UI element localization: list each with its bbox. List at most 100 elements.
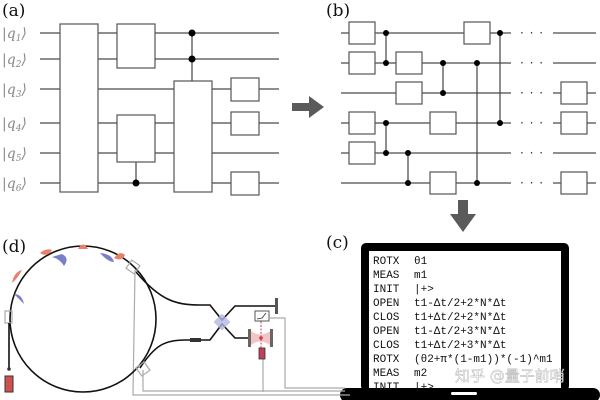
ellipsis-6: · · · <box>520 176 544 190</box>
gate-b-4c <box>429 111 457 135</box>
optical-switch-top <box>125 259 141 275</box>
pulse-blue-1 <box>14 294 24 304</box>
panel-b-label: (b) <box>326 1 350 21</box>
arrow-down-icon <box>450 200 476 232</box>
dot-b-14-top <box>497 30 503 36</box>
panel-b-compiled-circuit: (b) · · · · · · · · · · · · · · · · · · <box>326 1 596 195</box>
qubit-label-3: |q3⟩ <box>2 82 27 100</box>
laptop-screen <box>369 251 561 391</box>
watermark: 知乎 @量子前哨 <box>455 367 565 385</box>
qubit-label-6: |q6⟩ <box>2 176 27 194</box>
gate-q1q2 <box>116 23 156 69</box>
control-laser <box>258 347 266 360</box>
gate-b-6-end <box>560 171 588 195</box>
gate-b-4-end <box>560 111 588 135</box>
control-line-bottom-switch <box>142 370 345 392</box>
gate-b-4a <box>348 111 376 135</box>
panel-a-label: (a) <box>2 1 25 21</box>
qubit-label-5: |q5⟩ <box>2 146 27 164</box>
gate-b-3-end <box>560 81 588 105</box>
panel-d-label: (d) <box>2 237 26 257</box>
dot-b-12-top <box>383 30 389 36</box>
cavity-mirror-left <box>248 329 251 347</box>
mirror <box>275 298 278 314</box>
pulse-blue-3 <box>100 253 114 262</box>
gate-b-5a <box>348 141 376 165</box>
dot-b-12-bottom <box>383 60 389 66</box>
gate-b-2a <box>348 51 376 75</box>
program-line-10: INIT|+> <box>373 382 434 394</box>
circuit-a-gates <box>59 23 260 196</box>
dot-b-56-bottom <box>405 180 411 186</box>
qubit-label-4: |q4⟩ <box>2 116 27 134</box>
pulse-red-3 <box>78 244 88 249</box>
ellipsis-1: · · · <box>520 26 544 40</box>
control-dot-q6 <box>132 179 140 187</box>
ellipsis-4: · · · <box>520 116 544 130</box>
control-line-detector <box>270 317 345 389</box>
ellipsis-column: · · · · · · · · · · · · · · · · · · <box>520 26 544 190</box>
circuit-b-gates <box>348 21 588 195</box>
gate-q3-q6 <box>173 80 213 193</box>
dot-b-45-top <box>383 120 389 126</box>
dot-b-56-top <box>405 150 411 156</box>
gate-b-2b <box>395 51 423 75</box>
ellipsis-2: · · · <box>520 56 544 70</box>
detector-meter-icon <box>254 310 270 322</box>
pulse-red-2 <box>40 249 52 255</box>
cavity-mirror-right <box>270 329 273 347</box>
program-line-3: INIT|+> <box>373 284 434 296</box>
control-dot-q1 <box>188 29 196 37</box>
panel-c-label: (c) <box>326 233 349 253</box>
gate-q3-single <box>230 77 260 102</box>
circuit-b-wires <box>341 32 596 184</box>
dot-b-26-bottom <box>474 180 480 186</box>
gate-q6-single <box>230 171 260 196</box>
meter-needle <box>256 312 267 320</box>
optical-switch-bottom <box>135 361 151 377</box>
source-coupler <box>7 367 11 371</box>
program-line-8: ROTX(θ2+π*(1-m1))*(-1)^m1 <box>373 354 553 366</box>
beam-splitter <box>213 313 231 331</box>
gate-6qubit <box>59 23 99 193</box>
qubit-label-2: |q2⟩ <box>2 52 27 70</box>
dot-b-23-top <box>440 60 446 66</box>
gate-b-1d <box>463 21 491 45</box>
dot-b-23-bottom <box>440 90 446 96</box>
pulse-red-1 <box>12 270 22 283</box>
panel-a-original-circuit: (a) |q1⟩ |q2⟩ |q3⟩ |q4⟩ |q5⟩ |q6⟩ <box>2 1 279 196</box>
atom <box>259 336 263 340</box>
qubit-label-1: |q1⟩ <box>2 26 27 44</box>
ellipsis-3: · · · <box>520 86 544 100</box>
photon-source-laser <box>4 375 14 393</box>
photon-pulses <box>12 244 125 304</box>
gate-q4q5 <box>116 114 156 163</box>
fiber-upper-arm <box>135 271 275 322</box>
arrow-right-icon <box>292 96 324 118</box>
panel-d-photonic-setup: (d) <box>2 237 350 396</box>
pulse-red-4 <box>114 253 125 260</box>
dot-b-26-top <box>474 60 480 66</box>
gate-b-3b <box>395 81 423 105</box>
dot-b-45-bottom <box>383 150 389 156</box>
fiber-phase-element <box>190 338 201 342</box>
pulse-blue-2 <box>52 254 67 266</box>
gate-b-1a <box>348 21 376 45</box>
gate-b-6c <box>429 171 457 195</box>
gate-q4-single <box>230 111 260 136</box>
dot-b-14-bottom <box>497 120 503 126</box>
fiber-lower-arm <box>139 322 248 369</box>
laptop-trackpad-notch <box>451 392 477 395</box>
ellipsis-5: · · · <box>520 146 544 160</box>
control-line-top-switch <box>132 269 350 396</box>
control-dot-q2 <box>188 55 196 63</box>
qubit-labels: |q1⟩ |q2⟩ |q3⟩ |q4⟩ |q5⟩ |q6⟩ <box>2 26 27 194</box>
